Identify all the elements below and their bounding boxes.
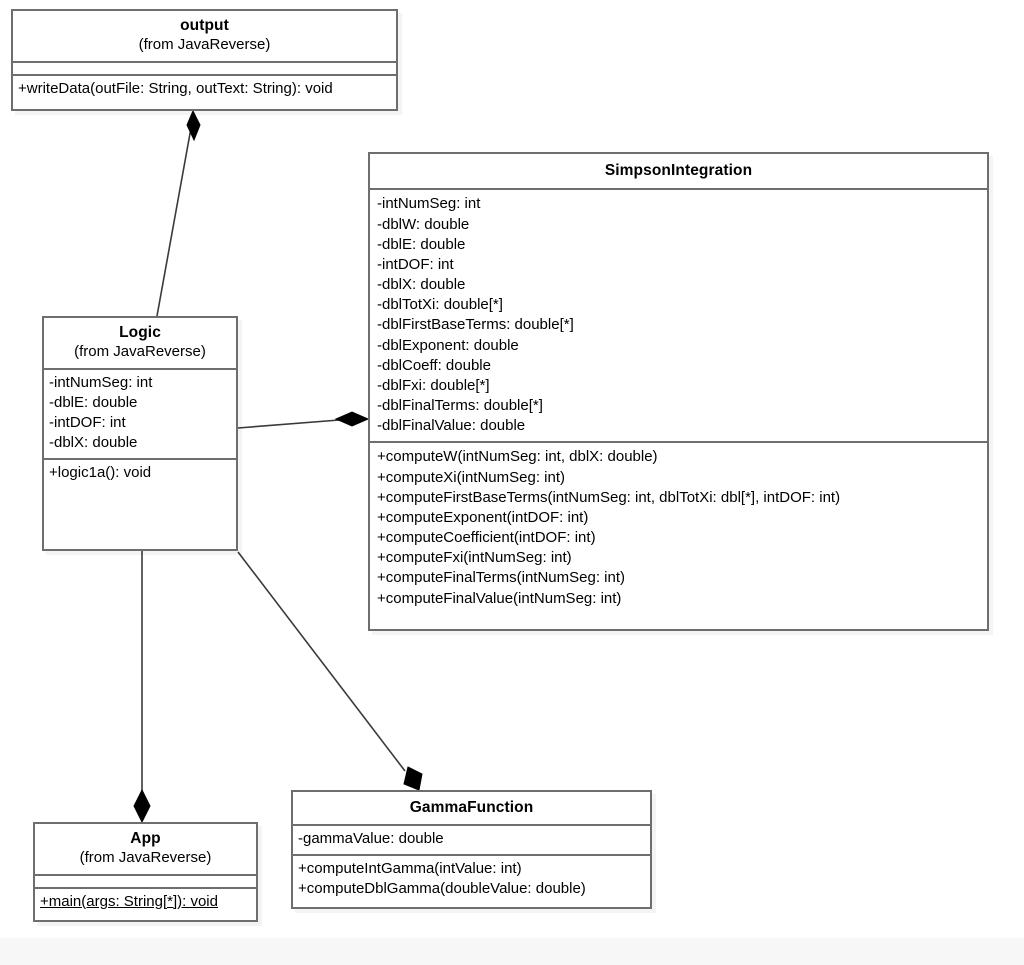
attribute-item: -intNumSeg: int — [377, 195, 481, 213]
method-item: +logic1a(): void — [49, 463, 152, 481]
edge-logic-output — [156, 109, 201, 317]
method-item: +computeDblGamma(doubleValue: double) — [298, 879, 586, 897]
edge-logic-app — [133, 551, 151, 824]
class-name-simpsonintegration: SimpsonIntegration — [604, 162, 753, 179]
methods-compartment-output: +writeData(outFile: String, outText: Str… — [13, 76, 396, 103]
attribute-item: -dblE: double — [49, 394, 138, 412]
method-item: +computeFinalValue(intNumSeg: int) — [377, 589, 622, 607]
class-header-gammafunction: GammaFunction — [293, 792, 650, 827]
attribute-item: -dblExponent: double — [377, 336, 519, 354]
methods-compartment-gammafunction: +computeIntGamma(intValue: int) +compute… — [293, 856, 650, 903]
attribute-item: -intDOF: int — [377, 255, 454, 273]
bottom-band — [0, 938, 1024, 965]
class-box-simpsonintegration[interactable]: SimpsonIntegration -intNumSeg: int -dblW… — [368, 152, 989, 631]
class-header-logic: Logic (from JavaReverse) — [44, 318, 236, 370]
attribute-item: -dblFxi: double[*] — [377, 376, 490, 394]
class-package-output: (from JavaReverse) — [138, 36, 271, 54]
class-box-output[interactable]: output (from JavaReverse) +writeData(out… — [11, 9, 398, 111]
class-name-gammafunction: GammaFunction — [409, 799, 534, 816]
class-package-app: (from JavaReverse) — [79, 849, 212, 867]
class-package-logic: (from JavaReverse) — [74, 343, 206, 361]
methods-compartment-app: +main(args: String[*]): void — [35, 889, 256, 916]
attribute-item: -dblFinalTerms: double[*] — [377, 397, 543, 415]
class-header-output: output (from JavaReverse) — [13, 11, 396, 63]
method-item: +writeData(outFile: String, outText: Str… — [18, 79, 333, 97]
class-box-app[interactable]: App (from JavaReverse) +main(args: Strin… — [33, 822, 258, 922]
attributes-compartment-gammafunction: -gammaValue: double — [293, 826, 650, 856]
attribute-item: -dblFinalValue: double — [377, 417, 526, 435]
attribute-item: -dblE: double — [377, 235, 466, 253]
class-name-logic: Logic — [119, 324, 161, 341]
class-header-app: App (from JavaReverse) — [35, 824, 256, 876]
method-item: +computeFxi(intNumSeg: int) — [377, 549, 572, 567]
attributes-compartment-simpsonintegration: -intNumSeg: int -dblW: double -dblE: dou… — [370, 190, 987, 444]
edge-logic-simpson — [237, 411, 370, 429]
attribute-item: -gammaValue: double — [298, 830, 444, 848]
attribute-item: -dblX: double — [377, 276, 466, 294]
method-item: +computeFirstBaseTerms(intNumSeg: int, d… — [377, 488, 841, 506]
method-item: +computeExponent(intDOF: int) — [377, 508, 589, 526]
method-item: +computeIntGamma(intValue: int) — [298, 859, 522, 877]
class-box-gammafunction[interactable]: GammaFunction -gammaValue: double +compu… — [291, 790, 652, 909]
composition-diamond-icon — [133, 788, 151, 824]
method-item: +computeW(intNumSeg: int, dblX: double) — [377, 448, 658, 466]
method-item: +main(args: String[*]): void — [40, 892, 218, 910]
method-item: +computeFinalTerms(intNumSeg: int) — [377, 569, 626, 587]
composition-diamond-icon — [186, 109, 201, 142]
class-box-logic[interactable]: Logic (from JavaReverse) -intNumSeg: int… — [42, 316, 238, 551]
composition-diamond-icon — [403, 766, 423, 791]
attribute-item: -dblTotXi: double[*] — [377, 296, 503, 314]
attributes-compartment-output — [13, 63, 396, 76]
attributes-compartment-logic: -intNumSeg: int -dblE: double -intDOF: i… — [44, 370, 236, 460]
attribute-item: -dblW: double — [377, 215, 470, 233]
method-item: +computeXi(intNumSeg: int) — [377, 468, 565, 486]
attribute-item: -dblFirstBaseTerms: double[*] — [377, 316, 574, 334]
attribute-item: -intNumSeg: int — [49, 373, 153, 391]
class-header-simpsonintegration: SimpsonIntegration — [370, 154, 987, 191]
attribute-item: -dblX: double — [49, 434, 138, 452]
methods-compartment-simpsonintegration: +computeW(intNumSeg: int, dblX: double) … — [370, 443, 987, 613]
class-name-app: App — [130, 830, 161, 847]
attributes-compartment-app — [35, 876, 256, 889]
method-item: +computeCoefficient(intDOF: int) — [377, 529, 596, 547]
class-name-output: output — [180, 17, 229, 34]
attribute-item: -intDOF: int — [49, 414, 126, 432]
methods-compartment-logic: +logic1a(): void — [44, 460, 236, 487]
composition-diamond-icon — [334, 411, 370, 427]
attribute-item: -dblCoeff: double — [377, 356, 491, 374]
